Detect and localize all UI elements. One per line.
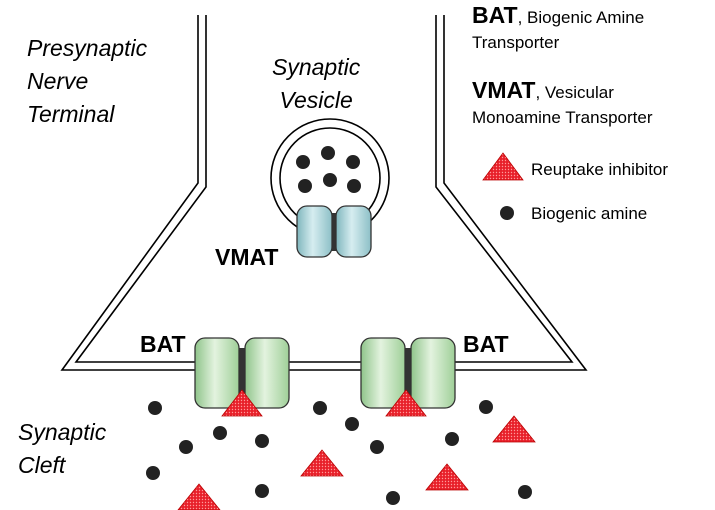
vesicle-amines bbox=[296, 146, 361, 193]
inhibitor-legend-icon bbox=[482, 152, 524, 181]
amine-legend-icon bbox=[500, 206, 514, 220]
legend-bat: BAT, Biogenic Amine Transporter bbox=[472, 3, 644, 55]
vesicle-label-line: Vesicle bbox=[279, 87, 353, 113]
cleft-amines bbox=[146, 400, 532, 505]
presynaptic-label-line: Terminal bbox=[27, 101, 115, 127]
inhibitor-triangle bbox=[492, 415, 536, 443]
presynaptic-membrane bbox=[60, 15, 588, 371]
vesicle-label-line: Synaptic bbox=[272, 54, 361, 80]
legend-bat-def-2: Transporter bbox=[472, 33, 560, 52]
vesicle-label: Synaptic Vesicle bbox=[272, 51, 360, 117]
inhibitor-triangle bbox=[300, 449, 344, 477]
inhibitor-triangle bbox=[177, 483, 221, 510]
vmat-transporter bbox=[296, 205, 372, 258]
legend-inhibitor-text: Reuptake inhibitor bbox=[531, 160, 669, 179]
presynaptic-label-line: Nerve bbox=[27, 68, 89, 94]
legend-bat-def: , Biogenic Amine bbox=[517, 8, 645, 27]
legend-vmat: VMAT, Vesicular Monoamine Transporter bbox=[472, 78, 652, 130]
bat-label-right: BAT bbox=[463, 331, 509, 357]
reuptake-inhibitors bbox=[177, 389, 536, 510]
legend-vmat-abbr: VMAT bbox=[472, 77, 536, 103]
cleft-label-line: Synaptic bbox=[18, 419, 107, 445]
legend-vmat-def: , Vesicular bbox=[535, 83, 614, 102]
synaptic-vesicle bbox=[270, 118, 390, 238]
cleft-label: Synaptic Cleft bbox=[18, 416, 106, 482]
bat-transporter-left bbox=[194, 337, 290, 409]
inhibitor-triangle bbox=[221, 389, 263, 417]
legend-bat-abbr: BAT bbox=[472, 2, 518, 28]
vmat-label: VMAT bbox=[215, 244, 279, 270]
presynaptic-label: Presynaptic Nerve Terminal bbox=[27, 32, 147, 131]
cleft-label-line: Cleft bbox=[18, 452, 66, 478]
legend-amine-text: Biogenic amine bbox=[531, 204, 648, 223]
legend-vmat-def-2: Monoamine Transporter bbox=[472, 108, 653, 127]
bat-transporter-right bbox=[360, 337, 456, 409]
bat-label-left: BAT bbox=[140, 331, 186, 357]
presynaptic-label-line: Presynaptic bbox=[27, 35, 148, 61]
inhibitor-triangle bbox=[425, 463, 469, 491]
inhibitor-triangle bbox=[385, 389, 427, 417]
